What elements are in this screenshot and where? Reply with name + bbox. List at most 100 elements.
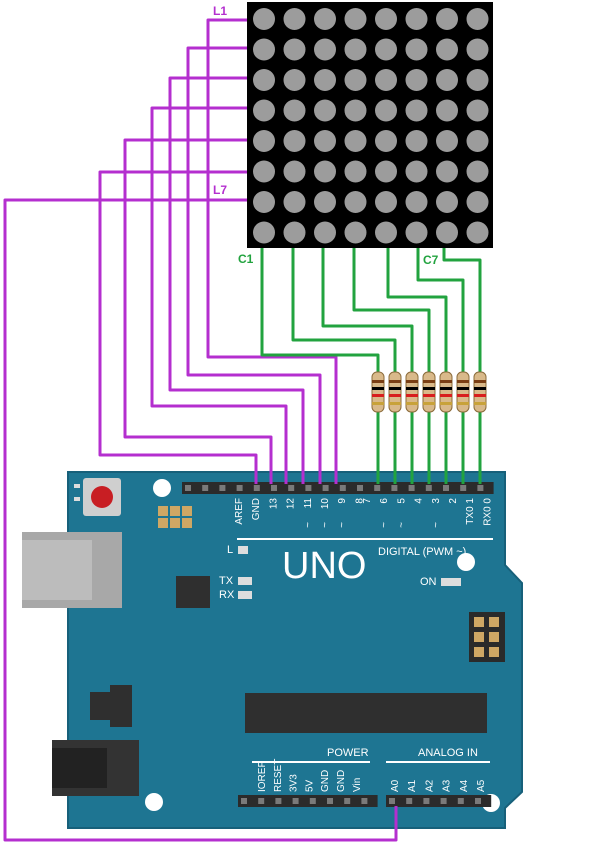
pin-label: Vin [352, 778, 363, 792]
header-pin [357, 485, 363, 491]
resistor-band [423, 402, 435, 405]
header-pin [253, 485, 260, 491]
resistor [405, 371, 419, 413]
pin-label: 13 [268, 498, 279, 510]
regulator [110, 685, 132, 727]
resistor [473, 371, 487, 413]
matrix-led [253, 130, 275, 152]
pin-label: 5V [304, 779, 315, 792]
resistor-band [423, 394, 435, 397]
icsp-pin [489, 647, 499, 657]
resistor-band [474, 402, 486, 405]
matrix-led [283, 130, 306, 152]
matrix-led [253, 8, 275, 30]
matrix-led [344, 130, 367, 152]
matrix-led [436, 38, 458, 61]
matrix-led [283, 191, 306, 213]
pin-label: GND [336, 770, 347, 792]
header-pin [292, 798, 299, 804]
resistor-band [406, 387, 418, 390]
matrix-led [314, 221, 336, 244]
pin-label: RESET [273, 759, 284, 792]
row-label-first: L1 [213, 4, 227, 18]
header-pin [389, 798, 395, 804]
resistor-band [406, 380, 418, 383]
header-pin [305, 485, 312, 491]
matrix-led [375, 191, 397, 213]
matrix-led [466, 130, 489, 152]
pin-label: 8 [354, 498, 365, 504]
matrix-led [405, 160, 428, 183]
pwm-mark: ~ [337, 522, 348, 528]
matrix-led [466, 38, 489, 61]
matrix-led [436, 130, 458, 152]
l-led-label: L [227, 544, 233, 556]
matrix-led [375, 130, 397, 152]
matrix-led [436, 8, 458, 30]
row-wire [186, 46, 322, 484]
header-pin [477, 485, 484, 491]
matrix-led [466, 221, 489, 244]
resistor-band [457, 387, 469, 390]
matrix-led [344, 69, 367, 91]
column-wire [291, 248, 397, 484]
column-wire [260, 248, 380, 484]
resistor-band [423, 380, 435, 383]
matrix-led [314, 8, 336, 30]
matrix-led [344, 99, 367, 122]
pwm-mark: ~ [320, 522, 331, 528]
header-pin [327, 798, 333, 804]
pin-label: A5 [476, 779, 487, 792]
resistor-band [474, 380, 486, 383]
resistor-band [423, 387, 435, 390]
resistor-band [389, 380, 401, 383]
icsp-pin [158, 518, 168, 528]
usb-connector-face [22, 540, 92, 600]
pin-label: 2 [448, 498, 459, 504]
row-wire [168, 76, 305, 484]
row-wire [206, 18, 338, 484]
resistor-band [406, 402, 418, 405]
matrix-led [283, 221, 306, 244]
resistor-band [457, 402, 469, 405]
pin-label: 5 [396, 498, 407, 504]
matrix-led [405, 69, 428, 91]
resistor-band [474, 394, 486, 397]
resistor-band [474, 387, 486, 390]
pwm-mark: ~ [396, 522, 407, 528]
row-wire [3, 198, 398, 842]
analog-header [386, 795, 492, 807]
rx-led-label: RX [219, 589, 235, 601]
matrix-led [253, 160, 275, 183]
matrix-led [283, 69, 306, 91]
header-pin [322, 485, 329, 491]
resistor-band [406, 394, 418, 397]
matrix-led [283, 99, 306, 122]
reset-button [91, 486, 113, 508]
pin-label: A2 [424, 779, 435, 792]
led-matrix [247, 2, 493, 248]
row-wire [98, 170, 258, 484]
icsp-pin [182, 518, 192, 528]
matrix-led [436, 99, 458, 122]
matrix-led [436, 221, 458, 244]
matrix-led [283, 8, 306, 30]
resistor [388, 371, 402, 413]
resistor-band [457, 394, 469, 397]
header-pin [374, 485, 381, 491]
pin-label: RX0 0 [482, 498, 493, 526]
column-label-last: C7 [423, 253, 439, 267]
resistor [439, 371, 453, 413]
mounting-hole [457, 553, 475, 571]
matrix-led [283, 160, 306, 183]
matrix-led [253, 99, 275, 122]
matrix-led [466, 160, 489, 183]
arduino-board: UNO DIGITAL (PWM ~) POWER ANALOG IN ON L… [22, 471, 523, 829]
pwm-mark: ~ [379, 522, 390, 528]
resistor-band [440, 402, 452, 405]
resistor-band [389, 387, 401, 390]
pin-label: AREF [234, 498, 245, 525]
matrix-led [375, 38, 397, 61]
on-led-label: ON [420, 576, 437, 588]
